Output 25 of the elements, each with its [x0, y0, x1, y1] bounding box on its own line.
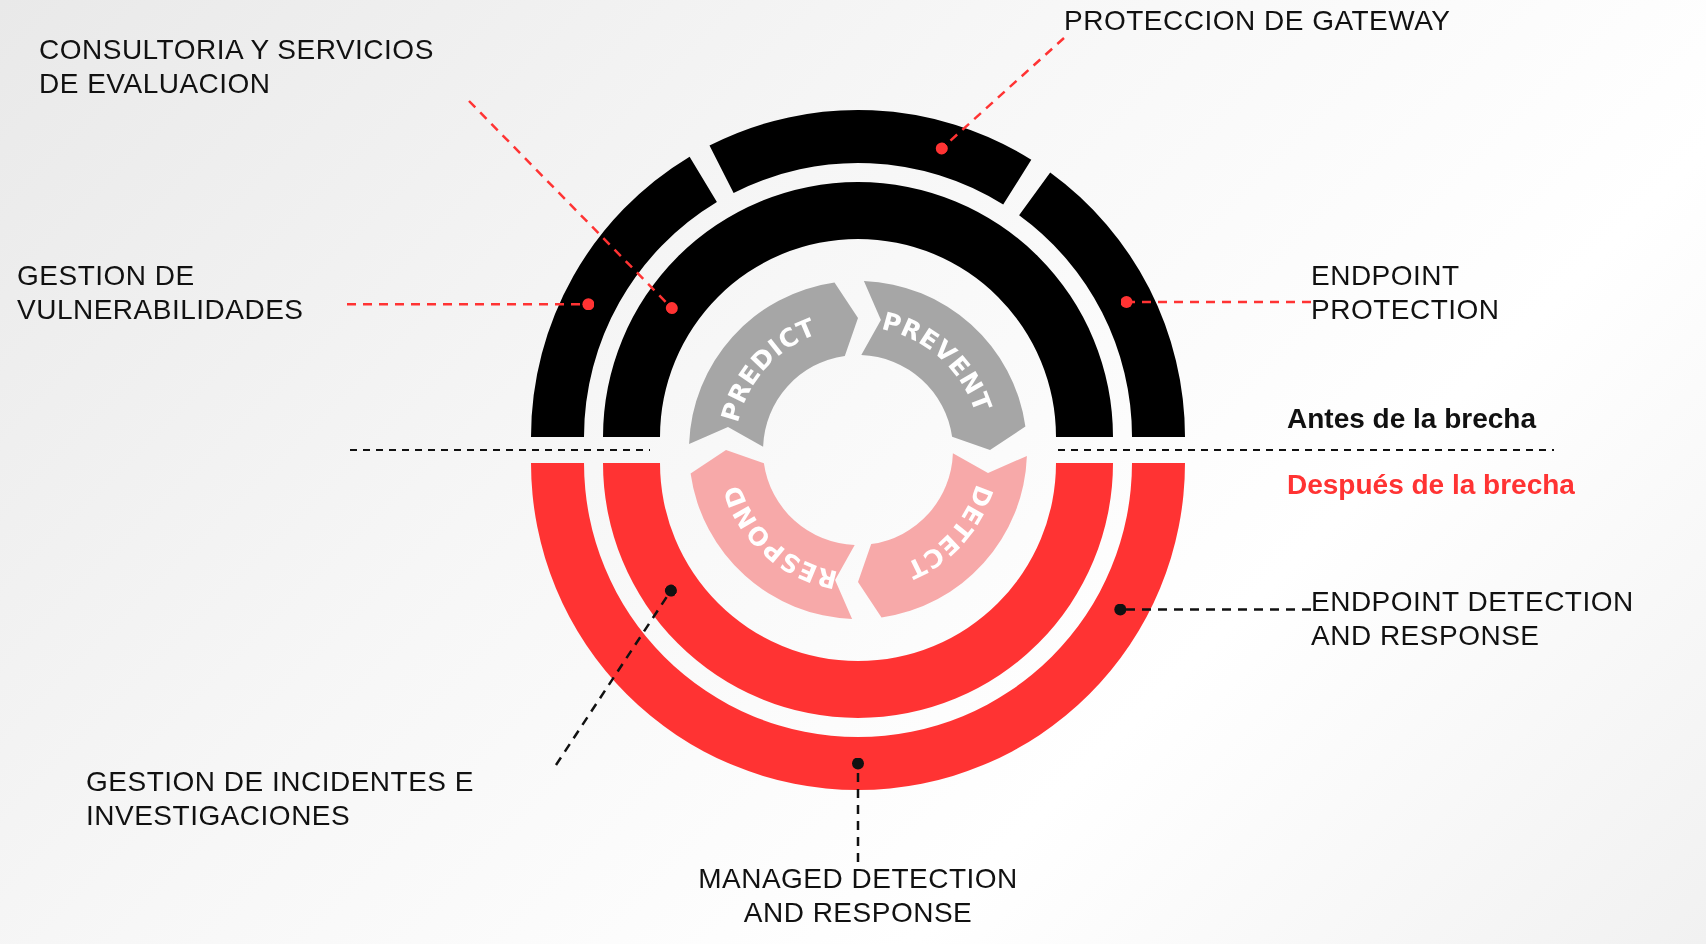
cycle-arrow-segment [689, 282, 858, 447]
callout-text: GESTION DE VULNERABILIDADES [17, 259, 347, 327]
callout-text: ENDPOINT DETECTION AND RESPONSE [1311, 585, 1681, 653]
callout-text: CONSULTORIA Y SERVICIOS DE EVALUACION [39, 33, 469, 101]
leader-line [852, 757, 864, 862]
leader-line [554, 584, 677, 766]
ring-segment [531, 463, 1185, 790]
callout-text: GESTION DE INCIDENTES E INVESTIGACIONES [86, 765, 556, 833]
cycle-arrow-segment [858, 453, 1027, 618]
leader-line [468, 100, 678, 315]
ring-segment [603, 463, 1113, 718]
callout-text: PROTECCION DE GATEWAY [1064, 4, 1451, 38]
ring-segment [1019, 172, 1185, 437]
leader-line [1120, 296, 1311, 308]
cycle-arrow-segment [861, 281, 1026, 450]
cycle-arrow-segment [690, 450, 855, 619]
callout-text: ENDPOINT PROTECTION [1311, 259, 1601, 327]
callout-text: MANAGED DETECTION AND RESPONSE [668, 862, 1048, 930]
leader-line [1114, 603, 1311, 616]
section-label: Después de la brecha [1287, 469, 1575, 501]
leader-line [935, 37, 1065, 155]
section-label: Antes de la brecha [1287, 403, 1536, 435]
ring-segment [531, 156, 717, 437]
leader-line [347, 298, 595, 311]
ring-segment [709, 110, 1032, 205]
